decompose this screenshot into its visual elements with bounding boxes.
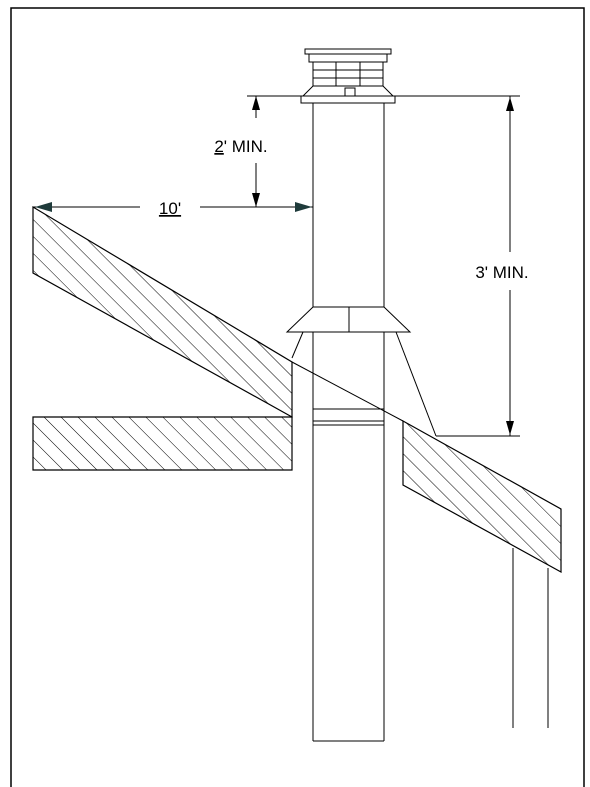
flashing-right [395, 331, 437, 437]
label-10ft: 10' [159, 199, 181, 218]
roof-surface-line [291, 361, 404, 422]
page-frame [10, 7, 585, 787]
right-roof-slab [402, 419, 562, 574]
label-3ft-min: 3' MIN. [475, 263, 528, 282]
label-2ft-number: 2 [214, 137, 223, 156]
label-2ft-suffix: ' MIN. [224, 137, 268, 156]
dimension-3ft [395, 95, 520, 437]
chimney-cap [300, 48, 396, 104]
label-2ft-min: 2' MIN. [214, 137, 267, 156]
upper-roof-slab [32, 205, 293, 419]
flashing-left [291, 331, 304, 359]
dimension-2ft [247, 95, 301, 207]
lower-left-slab [32, 416, 293, 471]
dimension-10ft [33, 202, 313, 212]
